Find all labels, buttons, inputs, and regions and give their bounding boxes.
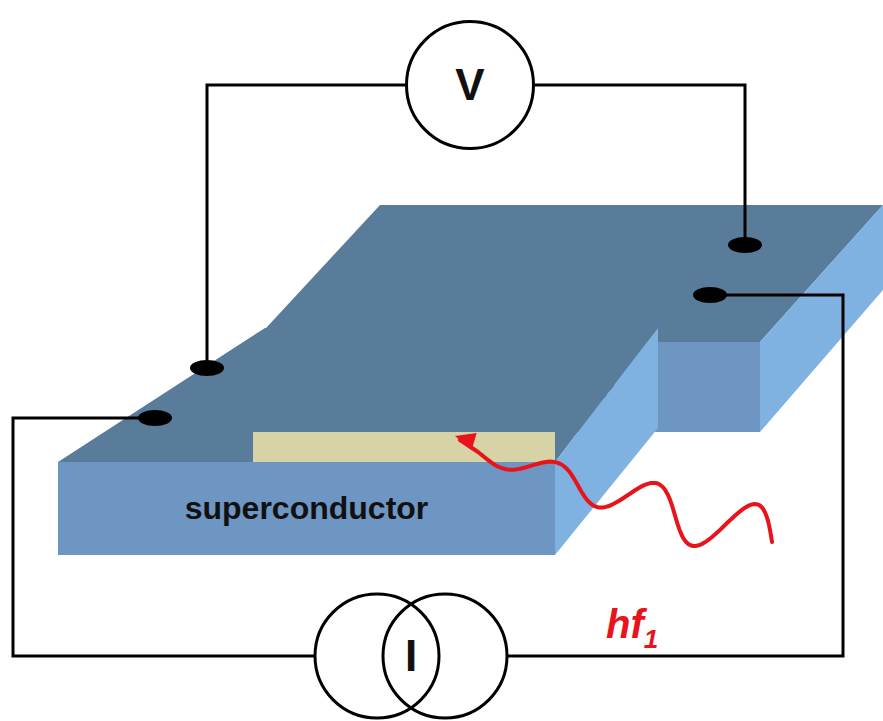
source-ring	[315, 594, 439, 718]
contact-pad	[693, 287, 727, 303]
subscript-index: 1	[644, 624, 658, 654]
contact-pad	[728, 237, 762, 253]
superconductor-slab: superconductor	[58, 328, 658, 555]
wire	[207, 85, 405, 368]
current-source: I	[311, 592, 511, 720]
source-ring	[383, 594, 507, 718]
slab-top	[58, 328, 658, 462]
photon-arrowhead	[455, 433, 477, 450]
wire	[507, 295, 843, 656]
photon-wave	[460, 440, 772, 546]
contact-pad	[190, 360, 224, 376]
slab-front	[58, 462, 555, 555]
wire	[535, 85, 745, 245]
barrier-layer	[253, 432, 555, 462]
contact-pad	[138, 410, 172, 426]
material-label: superconductor	[185, 490, 429, 527]
photon-energy-label: hf1	[606, 602, 658, 647]
voltmeter: V	[405, 20, 535, 150]
instrument-symbol: V	[455, 60, 484, 110]
instrument-symbol: I	[405, 631, 417, 681]
photon-energy: hf	[606, 602, 644, 646]
slab-side	[555, 328, 658, 555]
slab-side	[760, 205, 883, 432]
wire	[13, 418, 315, 656]
